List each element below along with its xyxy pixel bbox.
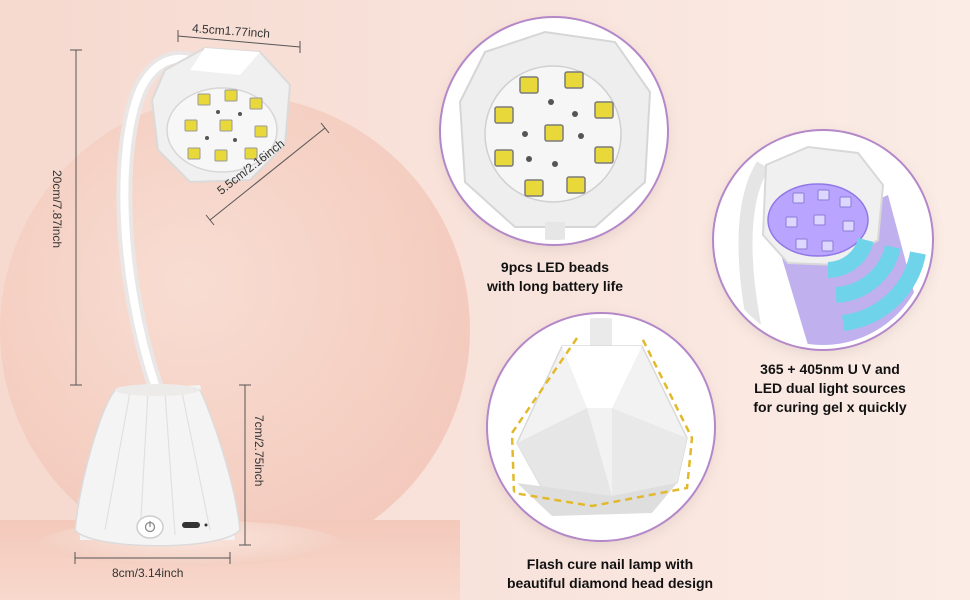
caption-led-beads: 9pcs LED beads with long battery life bbox=[486, 259, 624, 294]
caption-diamond-head: Flash cure nail lamp with beautiful diam… bbox=[506, 556, 714, 591]
uv-light-closeup bbox=[718, 135, 928, 345]
nail-lamp-product bbox=[74, 46, 292, 547]
led-beads-closeup bbox=[445, 22, 663, 240]
base-height-label: 7cm/2.75inch bbox=[252, 415, 266, 487]
total-height-label: 20cm/7.87inch bbox=[50, 170, 64, 249]
caption-uv-light: 365 + 405nm U V and LED dual light sourc… bbox=[753, 361, 907, 415]
diamond-head-closeup bbox=[492, 318, 710, 536]
base-width-label: 8cm/3.14inch bbox=[112, 566, 184, 580]
